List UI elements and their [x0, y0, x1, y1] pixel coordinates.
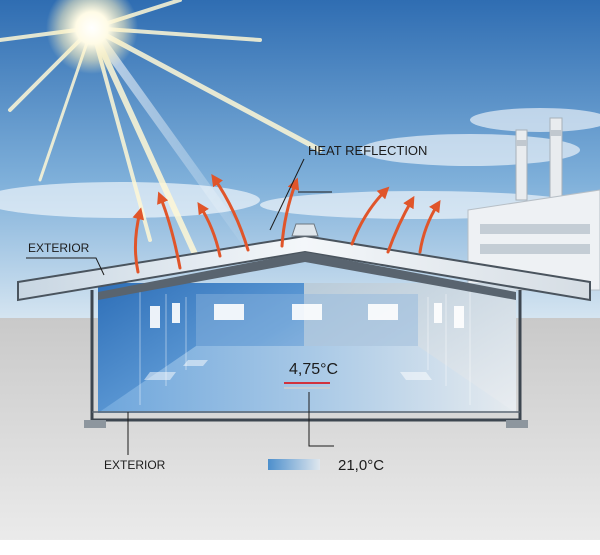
factory-icon: [467, 117, 600, 291]
inside-temperature: 4,75°C: [289, 361, 339, 378]
sun-icon: [46, 0, 138, 74]
heat-arrows: [132, 174, 441, 274]
roof: [17, 223, 591, 302]
exterior-wall-label: EXTERIOR: [104, 458, 166, 472]
leader-lines: [26, 158, 334, 455]
building-interior: [84, 283, 528, 428]
outside-temperature: 21,0°C: [338, 457, 385, 474]
temperature-gradient-legend: [268, 459, 320, 470]
exterior-roof-label: EXTERIOR: [28, 241, 90, 255]
heat-reflection-label: HEAT REFLECTION: [308, 143, 428, 158]
